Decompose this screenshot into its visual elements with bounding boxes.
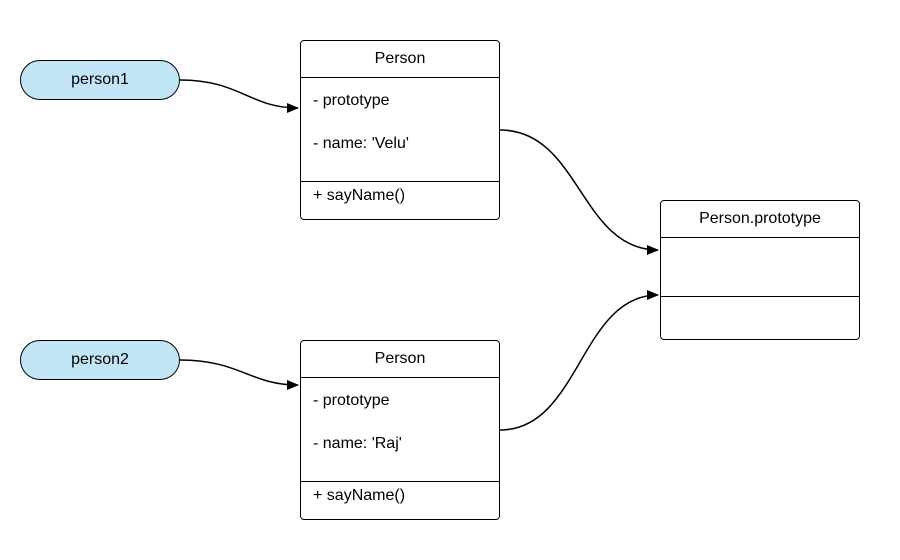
prototype-methods-section bbox=[661, 297, 859, 356]
arrow-person2-to-person bbox=[179, 359, 299, 390]
attribute-name: - name: 'Raj' bbox=[313, 435, 402, 452]
attribute-prototype: - prototype bbox=[313, 392, 390, 409]
method-sayname: + sayName() bbox=[313, 487, 406, 504]
class-person-velu: Person - prototype - name: 'Velu' + sayN… bbox=[300, 40, 500, 220]
class-person-raj: Person - prototype - name: 'Raj' + sayNa… bbox=[300, 340, 500, 520]
person-prototype-box: Person.prototype bbox=[660, 200, 860, 340]
prototype-attributes-section bbox=[661, 238, 859, 297]
arrow-person-velu-to-prototype bbox=[499, 129, 659, 255]
class-attributes: - prototype - name: 'Raj' bbox=[301, 378, 499, 482]
class-title: Person bbox=[301, 341, 499, 378]
method-sayname: + sayName() bbox=[313, 187, 406, 204]
attribute-name: - name: 'Velu' bbox=[313, 135, 409, 152]
class-attributes: - prototype - name: 'Velu' bbox=[301, 78, 499, 182]
instance-person2: person2 bbox=[20, 340, 180, 380]
arrow-person-raj-to-prototype bbox=[499, 290, 659, 431]
instance-person1: person1 bbox=[20, 60, 180, 100]
instance-label: person2 bbox=[71, 351, 129, 368]
attribute-prototype: - prototype bbox=[313, 92, 390, 109]
arrow-person1-to-person bbox=[179, 79, 299, 113]
instance-label: person1 bbox=[71, 71, 129, 88]
class-title: Person bbox=[301, 41, 499, 78]
prototype-title: Person.prototype bbox=[661, 201, 859, 238]
